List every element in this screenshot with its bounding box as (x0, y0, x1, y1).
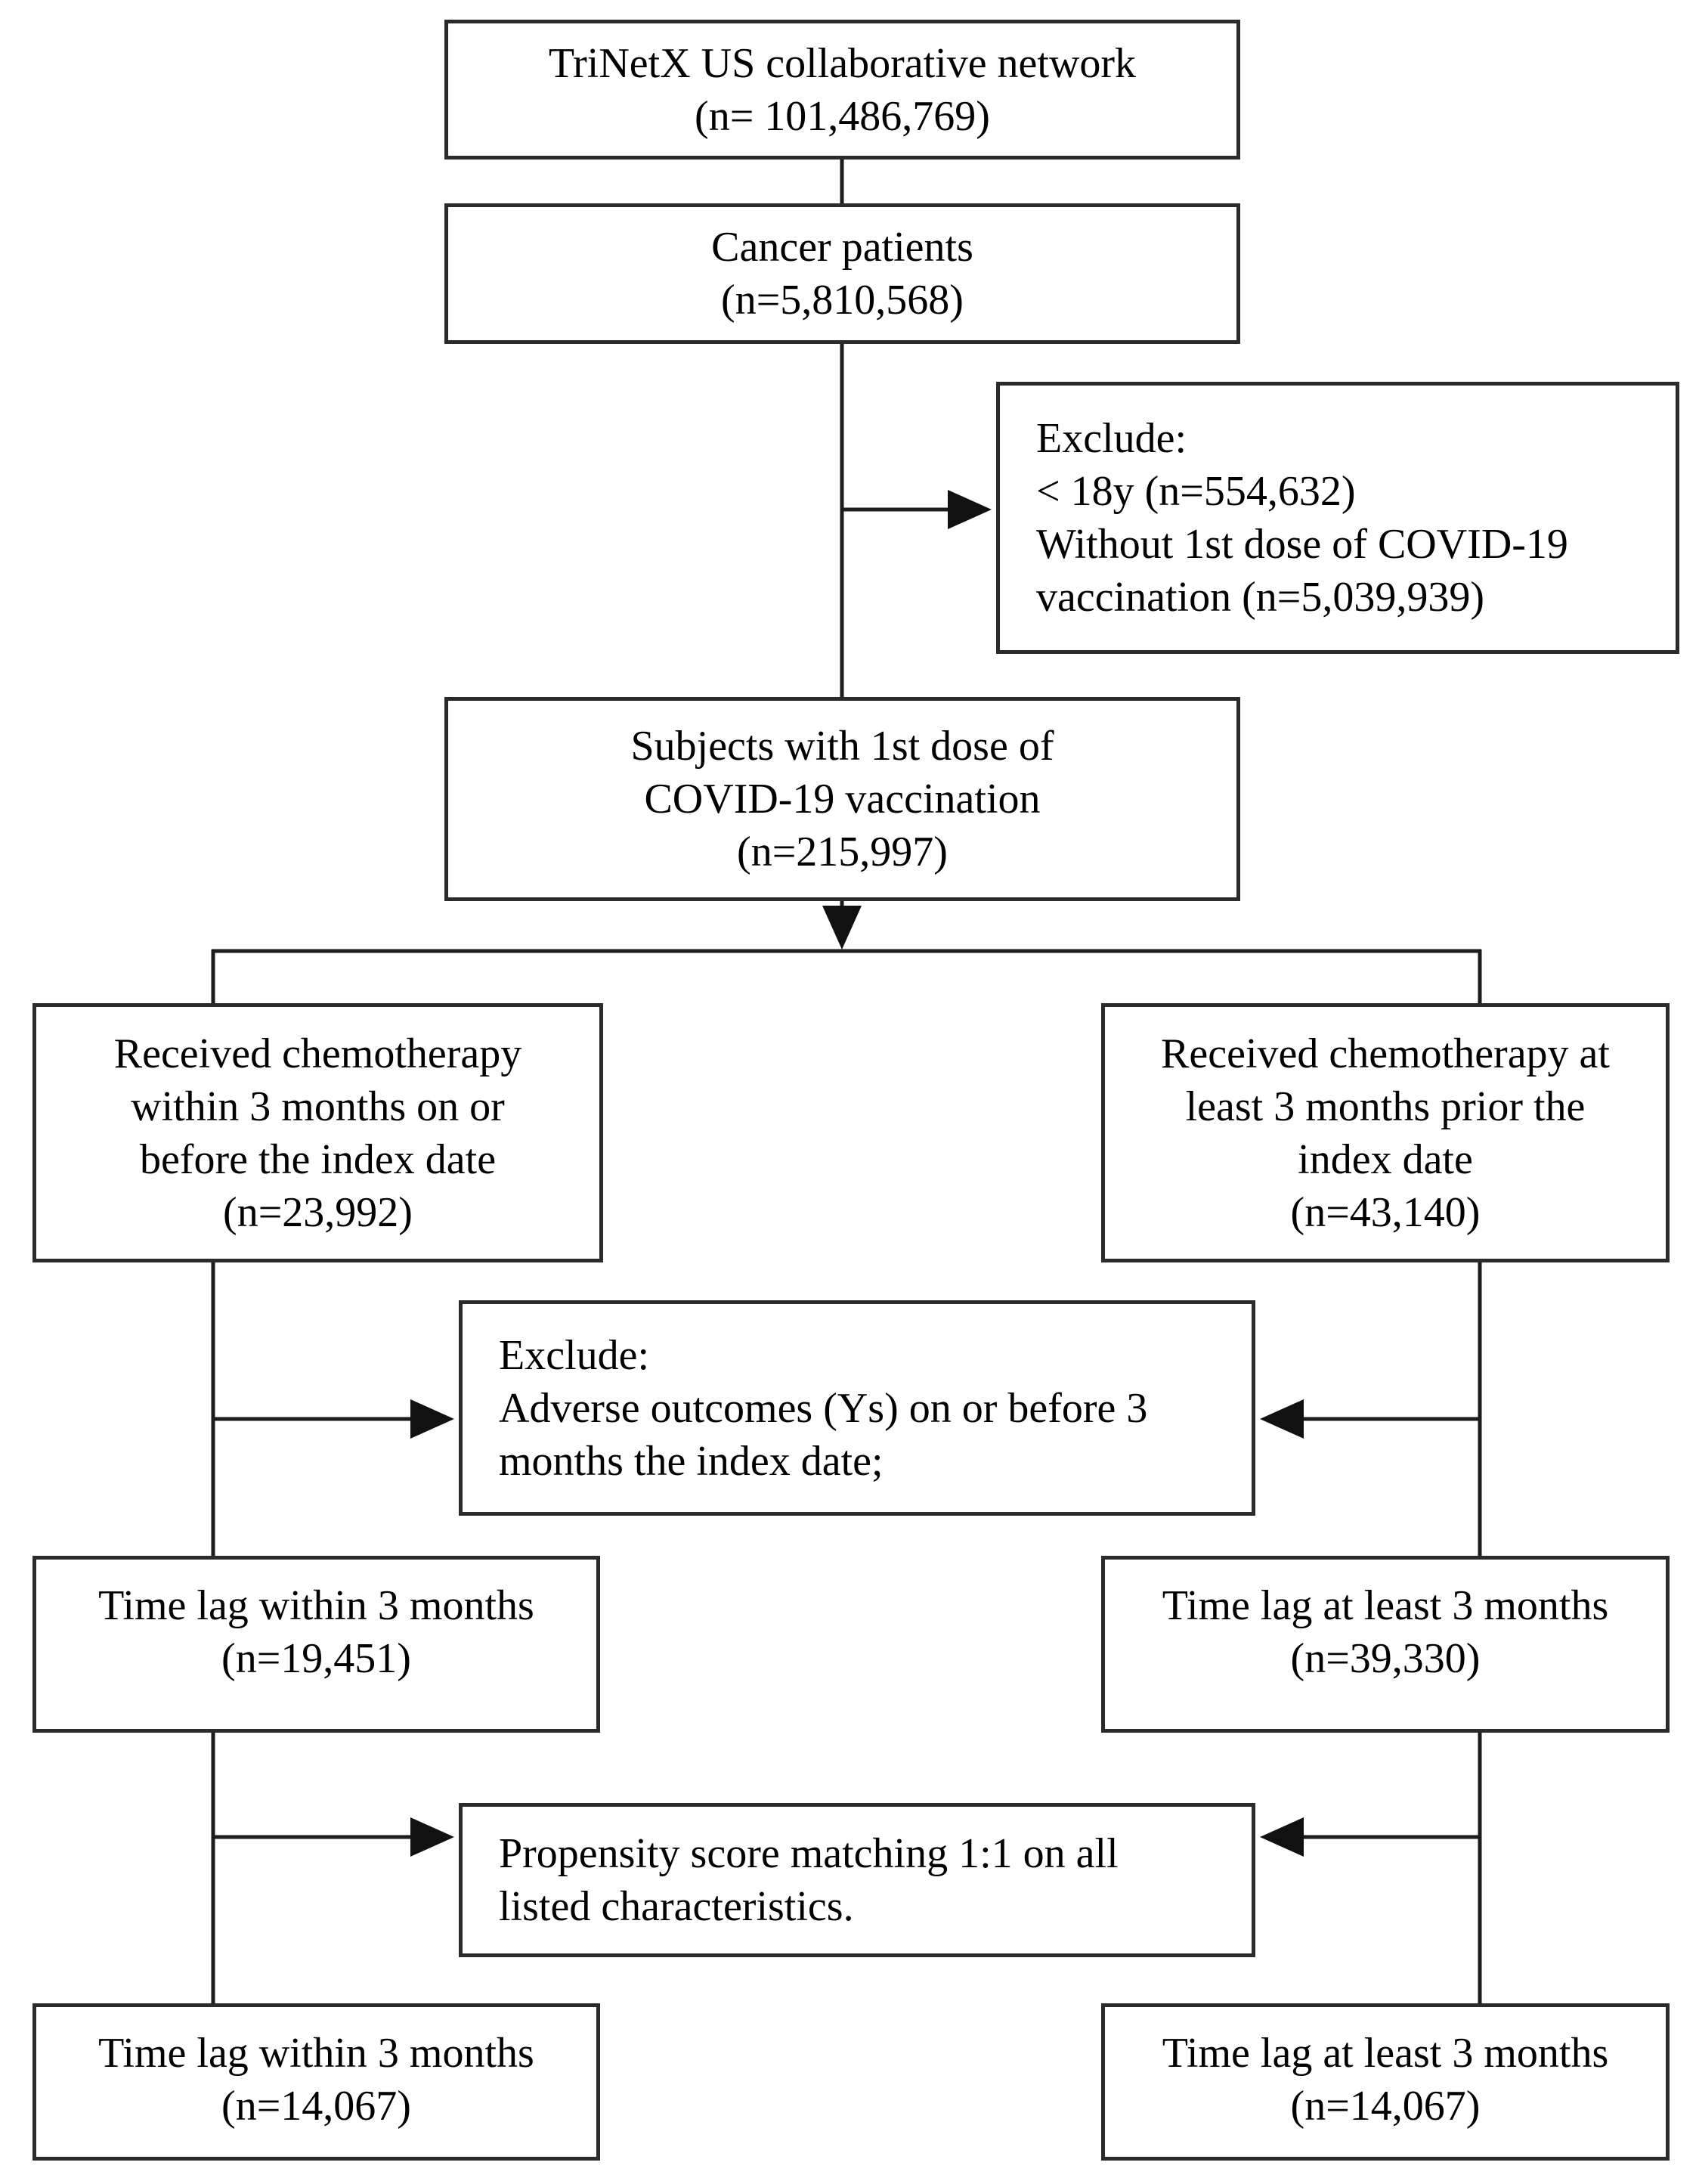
arrowhead-exclude1-right (948, 490, 992, 529)
box-exclude-adverse-outcomes-text: Exclude: Adverse outcomes (Ys) on or bef… (499, 1331, 1148, 1485)
box-vaccinated-subjects-text: Subjects with 1st dose of COVID-19 vacci… (630, 723, 1054, 875)
box-chemo-within-3-months-text: Received chemotherapy within 3 months on… (113, 1030, 522, 1236)
box-trinetx-network-text: TriNetX US collaborative network (n= 101… (548, 39, 1137, 140)
box-timelag-atleast-matched: Time lag at least 3 months (n=14,067) (1101, 2003, 1670, 2161)
box-propensity-score-matching-text: Propensity score matching 1:1 on all lis… (499, 1830, 1119, 1930)
arrowhead-split-down (822, 906, 862, 949)
arrowhead-exclude2-right (410, 1399, 454, 1439)
box-exclude-adverse-outcomes: Exclude: Adverse outcomes (Ys) on or bef… (459, 1300, 1255, 1516)
box-chemo-within-3-months: Received chemotherapy within 3 months on… (32, 1003, 603, 1262)
box-timelag-atleast-matched-text: Time lag at least 3 months (n=14,067) (1162, 2030, 1609, 2130)
box-timelag-within-matched: Time lag within 3 months (n=14,067) (32, 2003, 600, 2161)
box-timelag-within-premitch: Time lag within 3 months (n=19,451) (32, 1556, 600, 1733)
box-propensity-score-matching: Propensity score matching 1:1 on all lis… (459, 1803, 1255, 1957)
arrowhead-psm-left (1260, 1817, 1304, 1857)
box-exclude-age-unvaccinated-text: Exclude: < 18y (n=554,632) Without 1st d… (1036, 415, 1568, 621)
box-vaccinated-subjects: Subjects with 1st dose of COVID-19 vacci… (444, 697, 1240, 901)
arrowhead-psm-right (410, 1817, 454, 1857)
box-cancer-patients-text: Cancer patients (n=5,810,568) (711, 224, 973, 324)
box-cancer-patients: Cancer patients (n=5,810,568) (444, 203, 1240, 344)
box-timelag-atleast-prematch-text: Time lag at least 3 months (n=39,330) (1162, 1582, 1609, 1682)
box-timelag-within-prematch-text: Time lag within 3 months (n=19,451) (98, 1582, 534, 1682)
box-timelag-within-matched-text: Time lag within 3 months (n=14,067) (98, 2030, 534, 2130)
arrowhead-exclude2-left (1260, 1399, 1304, 1439)
box-chemo-at-least-3-months-text: Received chemotherapy at least 3 months … (1161, 1030, 1610, 1236)
box-timelag-atleast-prematch: Time lag at least 3 months (n=39,330) (1101, 1556, 1670, 1733)
box-trinetx-network: TriNetX US collaborative network (n= 101… (444, 20, 1240, 160)
box-exclude-age-unvaccinated: Exclude: < 18y (n=554,632) Without 1st d… (996, 382, 1679, 654)
box-chemo-at-least-3-months: Received chemotherapy at least 3 months … (1101, 1003, 1670, 1262)
